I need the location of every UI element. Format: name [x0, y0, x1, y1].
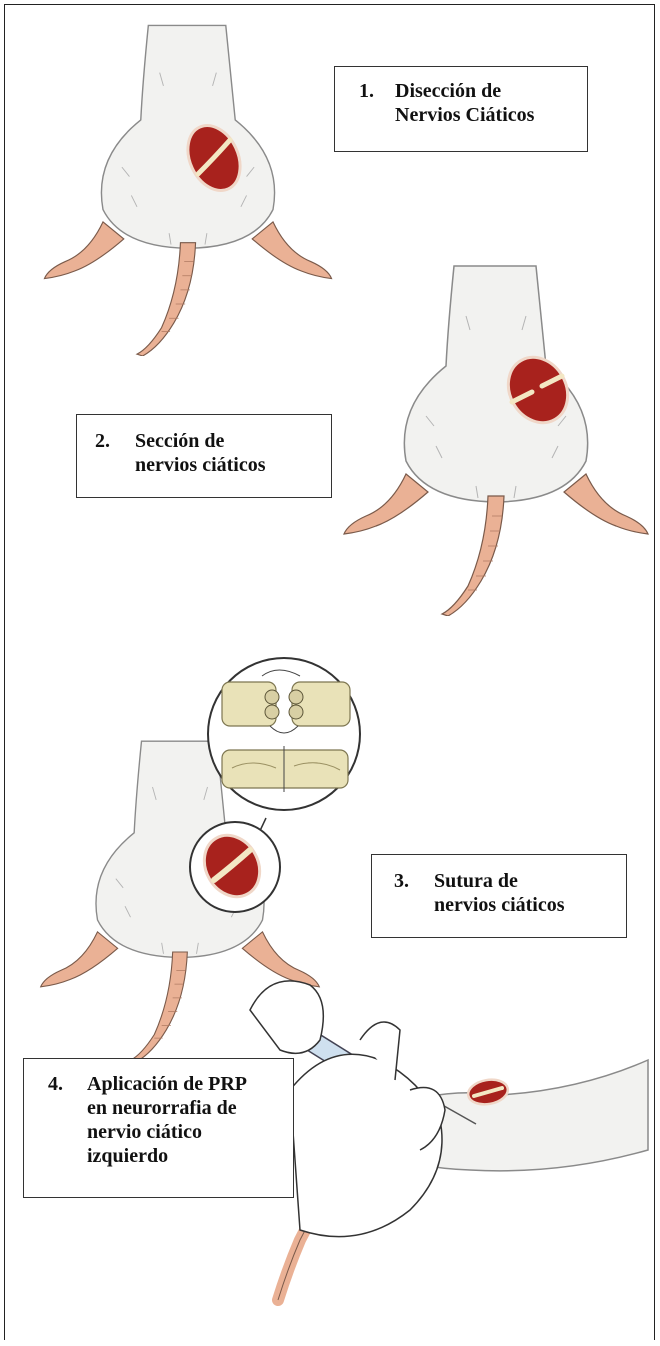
step-4-number: 4. [48, 1072, 63, 1096]
step-1-line-1: Disección de [395, 79, 585, 103]
step-2-line-1: Sección de [135, 429, 325, 453]
step-1-number: 1. [359, 79, 374, 103]
step-1-line-2: Nervios Ciáticos [395, 103, 585, 127]
step-3-number: 3. [394, 869, 409, 893]
step-4-line-3: nervio ciático [87, 1120, 287, 1144]
step-3-line-1: Sutura de [434, 869, 624, 893]
step-1-label: 1. Disección de Nervios Ciáticos [334, 66, 588, 152]
rat-step-1 [44, 25, 331, 356]
step-3-line-2: nervios ciáticos [434, 893, 624, 917]
step-4-line-1: Aplicación de PRP [87, 1072, 287, 1096]
step-2-number: 2. [95, 429, 110, 453]
step-4-label: 4. Aplicación de PRP en neurorrafia de n… [23, 1058, 294, 1198]
rat-step-2 [344, 266, 648, 616]
step-3-label: 3. Sutura de nervios ciáticos [371, 854, 627, 938]
step-2-label: 2. Sección de nervios ciáticos [76, 414, 332, 498]
step-4-line-4: izquierdo [87, 1144, 287, 1168]
step-2-line-2: nervios ciáticos [135, 453, 325, 477]
step-4-line-2: en neurorrafia de [87, 1096, 287, 1120]
